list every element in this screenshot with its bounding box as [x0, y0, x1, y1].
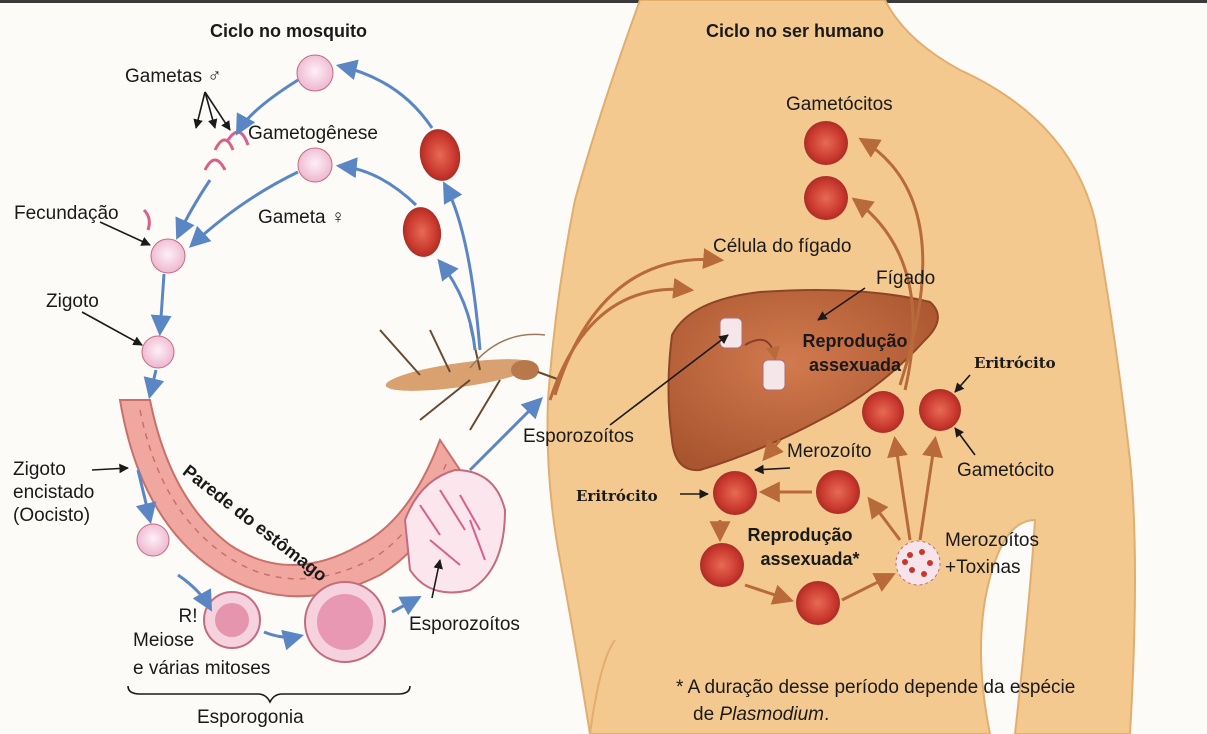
label-figado: Fígado: [876, 268, 935, 290]
erythrocyte-bottom-left: [700, 543, 744, 587]
label-varias-mitoses: e várias mitoses: [133, 658, 270, 680]
label-meiose-r: R!: [168, 606, 208, 628]
label-zigoto: Zigoto: [46, 291, 99, 313]
footnote-line-1: * A duração desse período depende da esp…: [676, 677, 1075, 699]
erythrocyte-bottom: [796, 581, 840, 625]
label-gametocitos: Gametócitos: [786, 94, 893, 116]
mosquito: [380, 325, 560, 430]
cell-fertilization: [151, 239, 185, 273]
label-reproducao-b1: Reprodução: [740, 524, 860, 546]
cell-female-gamete: [298, 148, 332, 182]
footnote-prefix: de: [693, 704, 719, 725]
cell-zygote: [142, 336, 174, 368]
label-toxinas: +Toxinas: [945, 557, 1021, 579]
human-gametocyte-2: [804, 176, 848, 220]
gametocyte-red-2: [400, 205, 445, 260]
oocyst-large-core: [317, 594, 373, 650]
label-merozoito: Merozoíto: [787, 441, 871, 463]
erythrocyte-left-cell: [713, 471, 757, 515]
fecundation-sperm: [144, 210, 149, 230]
gametocyte-red-1: [416, 126, 464, 184]
label-reproducao-1: Reprodução: [790, 330, 920, 352]
label-reproducao-b2: assexuada*: [740, 548, 880, 570]
label-gameta-female: Gameta ♀: [258, 207, 345, 229]
footnote-plasmodium: Plasmodium: [719, 704, 824, 725]
erythrocyte-r1: [862, 391, 904, 433]
label-celula-figado: Célula do fígado: [713, 236, 851, 258]
liver-cell-2: [763, 360, 785, 390]
label-zigoto-encistado-3: (Oocisto): [13, 505, 90, 527]
label-zigoto-encistado-1: Zigoto: [13, 459, 66, 481]
human-gametocyte-1: [804, 121, 848, 165]
label-gametas-male: Gametas ♂: [125, 66, 222, 88]
label-esporogonia: Esporogonia: [197, 707, 304, 729]
esporogonia-brace: [128, 686, 410, 702]
top-rule: [0, 0, 1207, 3]
heading-mosquito-cycle: Ciclo no mosquito: [210, 20, 367, 42]
label-gametocito: Gametócito: [957, 460, 1054, 482]
label-reproducao-2: assexuada: [790, 354, 920, 376]
cell-macrogamete-top: [297, 55, 333, 91]
oocyst-small-core: [215, 603, 249, 637]
label-zigoto-encistado-2: encistado: [13, 482, 94, 504]
footnote-line-2: de Plasmodium.: [693, 704, 829, 726]
footnote-suffix: .: [824, 704, 829, 725]
erythrocyte-mid-cell: [816, 470, 860, 514]
label-meiose: Meiose: [133, 630, 194, 652]
male-gametes: [205, 132, 248, 170]
encysted-zygote: [137, 524, 169, 556]
label-esporozoitos-mid: Esporozoítos: [523, 426, 634, 448]
liver-cell-1: [720, 318, 742, 348]
heading-human-cycle: Ciclo no ser humano: [706, 20, 884, 42]
label-fecundacao: Fecundação: [14, 203, 119, 225]
label-eritrocito-left: Eritrócito: [576, 485, 658, 507]
label-eritrocito-right: Eritrócito: [974, 352, 1056, 374]
label-esporozoitos-bottom: Esporozoítos: [409, 614, 520, 636]
label-gametogenese: Gametogênese: [248, 123, 378, 145]
label-merozoitos: Merozoítos: [945, 530, 1039, 552]
gametocyte-cell: [919, 389, 961, 431]
